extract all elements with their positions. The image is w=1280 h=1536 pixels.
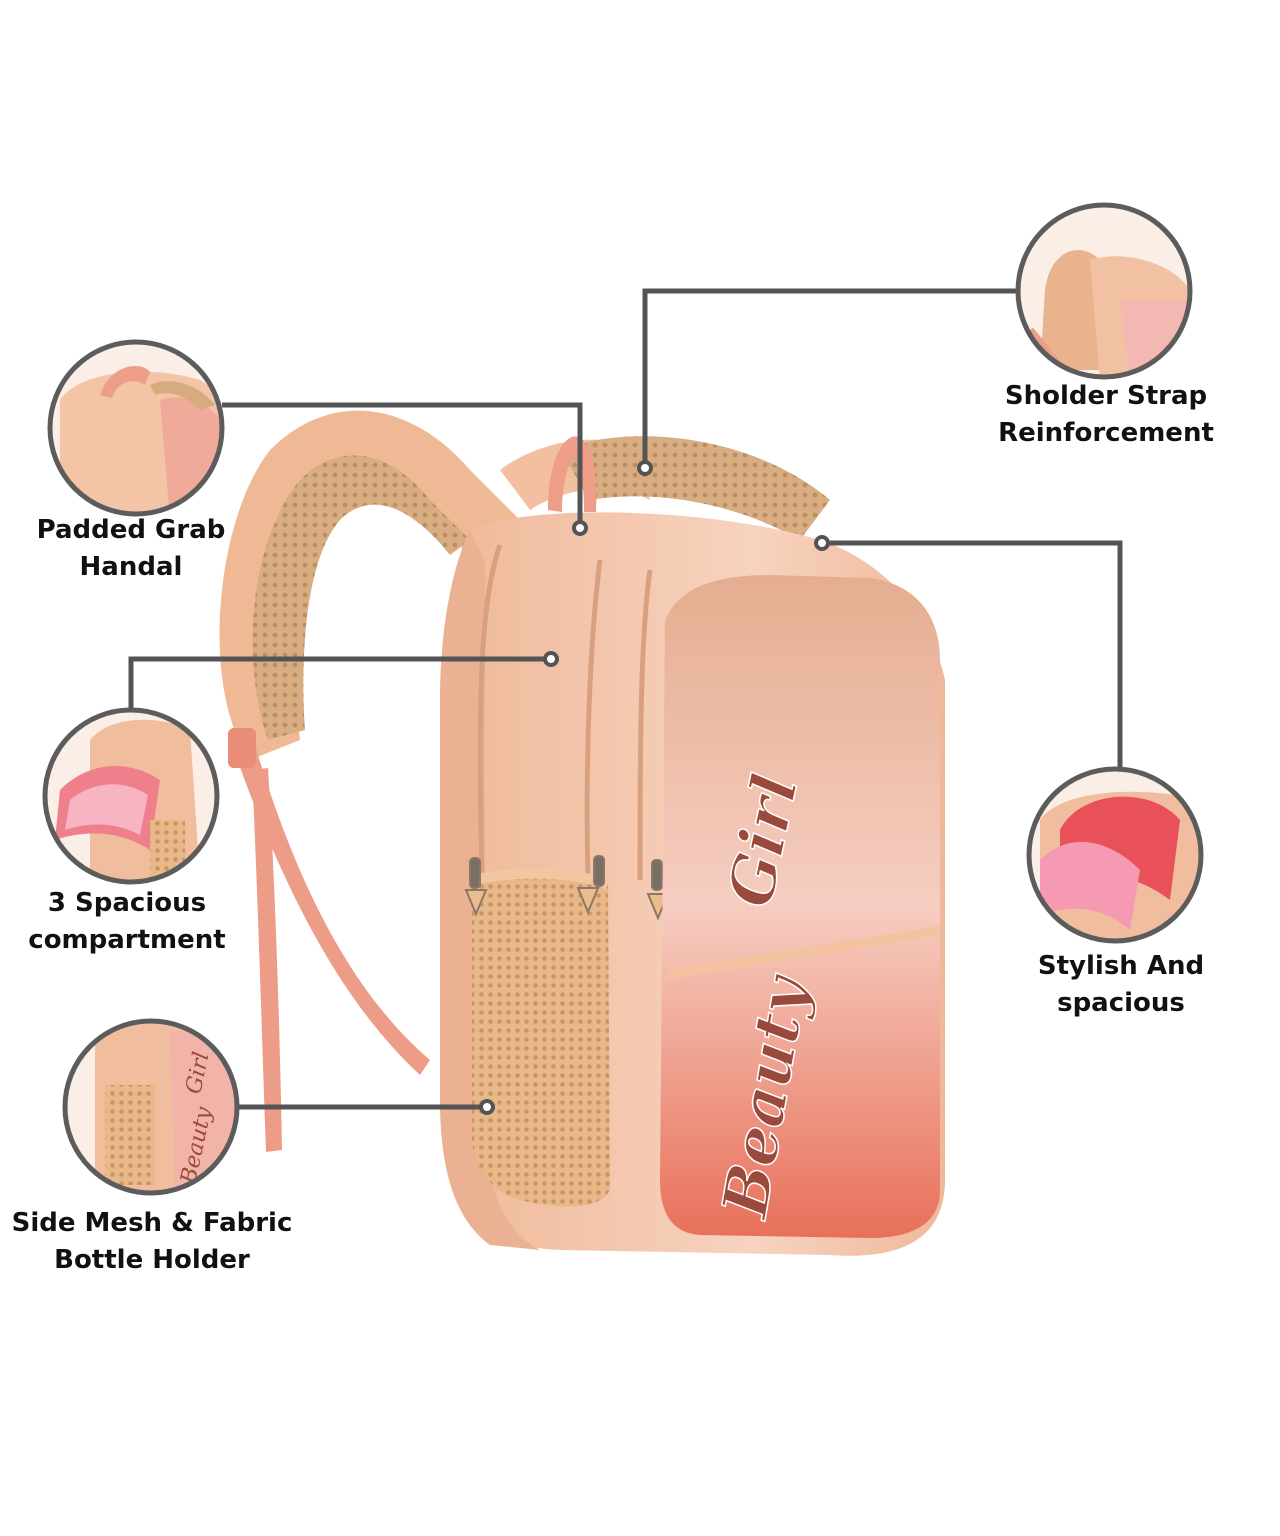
grab-handle bbox=[548, 436, 597, 512]
label-line: compartment bbox=[28, 925, 226, 955]
leader-shoulder-strap bbox=[642, 288, 1018, 468]
label-line: Stylish And bbox=[1037, 951, 1205, 981]
webbing-strap bbox=[232, 735, 430, 1075]
label-line: Side Mesh & Fabric bbox=[11, 1208, 293, 1238]
leader-dots bbox=[479, 460, 830, 1115]
thumbnail-three-compartments bbox=[42, 707, 220, 885]
backpack-image: Girl Beauty bbox=[219, 410, 945, 1256]
label-line: Sholder Strap bbox=[1004, 381, 1208, 411]
label-shoulder-strap: Sholder Strap Reinforcement bbox=[946, 378, 1266, 452]
label-line: Padded Grab bbox=[36, 515, 226, 545]
label-line: 3 Spacious bbox=[47, 888, 207, 918]
thumbnail-side-bottle-holder: Girl Beauty bbox=[62, 1018, 240, 1196]
thumbnail-padded-grab-handle bbox=[47, 339, 225, 517]
label-stylish-spacious: Stylish And spacious bbox=[961, 948, 1280, 1022]
label-line: spacious bbox=[1057, 988, 1185, 1018]
leader-stylish-spacious bbox=[822, 540, 1123, 770]
side-mesh-pocket bbox=[472, 873, 610, 1207]
label-line: Bottle Holder bbox=[54, 1245, 250, 1275]
front-panel bbox=[660, 575, 940, 1238]
thumbnail-stylish-spacious bbox=[1026, 766, 1204, 944]
label-padded-grab-handle: Padded Grab Handal bbox=[0, 512, 291, 586]
leader-padded-grab-handle bbox=[222, 402, 583, 528]
label-three-compartments: 3 Spacious compartment bbox=[0, 885, 287, 959]
leader-three-compartments bbox=[128, 656, 551, 710]
label-line: Reinforcement bbox=[998, 418, 1214, 448]
label-line: Handal bbox=[79, 552, 183, 582]
label-side-bottle-holder: Side Mesh & Fabric Bottle Holder bbox=[0, 1205, 312, 1279]
leader-lines bbox=[128, 288, 1123, 1110]
thumbnail-shoulder-strap bbox=[1015, 202, 1193, 380]
